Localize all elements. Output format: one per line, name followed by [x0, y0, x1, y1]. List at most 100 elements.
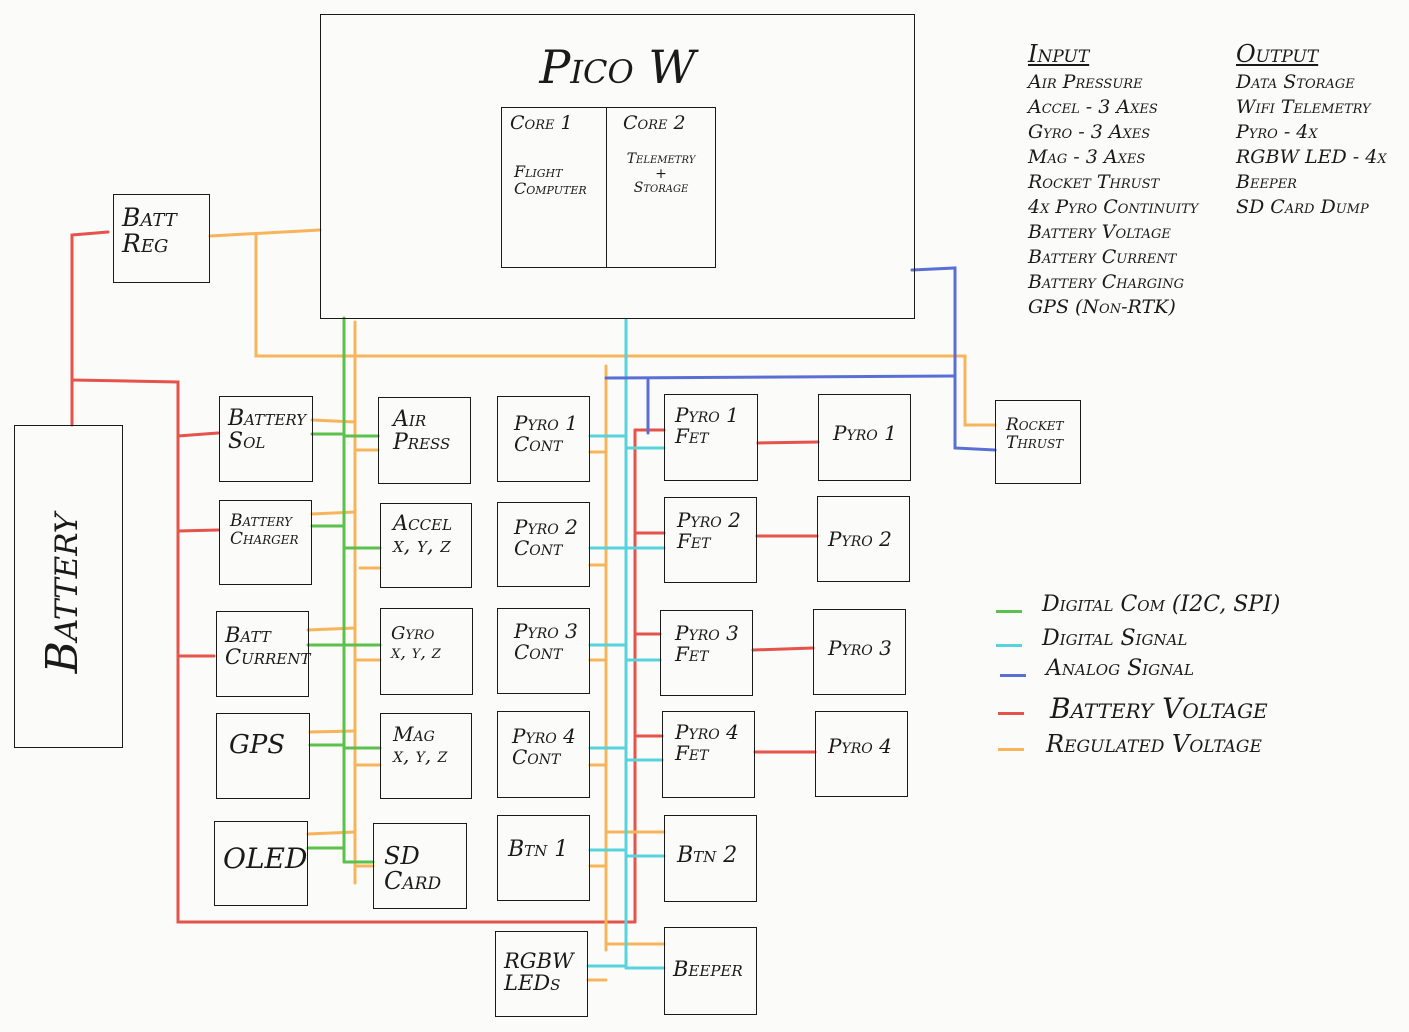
gps-label: GPS	[229, 730, 286, 760]
output-item: Beeper	[1236, 171, 1297, 193]
btn2-block: Btn 2	[664, 815, 757, 902]
input-item: Mag - 3 Axes	[1028, 146, 1146, 168]
pyro3-block: Pyro 3	[813, 609, 906, 695]
pyro4-fet-block: Pyro 4 Fet	[662, 711, 755, 798]
oled-block: OLED	[214, 821, 308, 906]
gps-block: GPS	[216, 713, 310, 799]
input-item: Rocket Thrust	[1028, 171, 1160, 193]
input-item: Battery Charging	[1028, 271, 1185, 293]
oled-label: OLED	[223, 842, 308, 875]
battery-voltage-wires	[70, 230, 820, 924]
pyro1-fet-block: Pyro 1 Fet	[664, 394, 758, 481]
pyro1-cont-label: Pyro 1 Cont	[514, 411, 578, 456]
input-item: Gyro - 3 Axes	[1028, 121, 1151, 143]
batt-reg-label: Batt Reg	[122, 203, 177, 259]
batt-current-block: Batt Current	[216, 611, 311, 697]
pyro2-cont-block: Pyro 2 Cont	[497, 502, 590, 587]
accel-label: Accel x, y, z	[393, 511, 453, 558]
input-item: Battery Current	[1028, 246, 1177, 268]
digital-signal-wires	[586, 318, 666, 970]
mag-block: Mag x, y, z	[380, 713, 472, 799]
btn1-block: Btn 1	[497, 815, 590, 901]
input-list: Input Air Pressure Accel - 3 Axes Gyro -…	[1028, 40, 1198, 320]
pyro1-block: Pyro 1	[818, 394, 911, 481]
pyro1-cont-block: Pyro 1 Cont	[497, 396, 590, 482]
core1-title: Core 1	[510, 112, 573, 134]
pyro4-block: Pyro 4	[815, 711, 908, 797]
input-header: Input	[1028, 40, 1090, 68]
core1-desc: Flight Computer	[514, 162, 587, 198]
rocket-thrust-block: Rocket Thrust	[995, 400, 1081, 484]
sd-card-label: SD Card	[384, 842, 442, 896]
pyro4-fet-label: Pyro 4 Fet	[675, 720, 739, 765]
pico-w-title: Pico W	[539, 40, 696, 94]
pyro2-cont-label: Pyro 2 Cont	[514, 515, 578, 560]
beeper-block: Beeper	[664, 927, 757, 1015]
legend-swatch	[998, 712, 1024, 715]
gyro-block: Gyro x, y, z	[380, 608, 473, 695]
pyro4-label: Pyro 4	[828, 734, 892, 758]
legend-label: Battery Voltage	[1050, 692, 1268, 725]
pyro2-label: Pyro 2	[828, 527, 892, 551]
pyro4-cont-block: Pyro 4 Cont	[497, 711, 590, 798]
legend-label: Digital Signal	[1042, 626, 1188, 651]
input-item: Air Pressure	[1028, 71, 1143, 93]
core1-block: Core 1 Flight Computer	[501, 107, 607, 268]
legend-label: Digital Com (I2C, SPI)	[1042, 592, 1281, 617]
pyro1-label: Pyro 1	[833, 421, 897, 445]
battery-label: Battery	[36, 512, 88, 674]
output-item: Data Storage	[1236, 71, 1355, 93]
pyro3-fet-label: Pyro 3 Fet	[675, 621, 739, 666]
input-item: 4x Pyro Continuity	[1028, 196, 1199, 218]
btn1-label: Btn 1	[508, 837, 569, 862]
pyro3-fet-block: Pyro 3 Fet	[660, 610, 753, 696]
legend-label: Analog Signal	[1046, 656, 1194, 681]
input-item: GPS (Non-RTK)	[1028, 296, 1176, 318]
pyro3-label: Pyro 3	[828, 636, 892, 660]
mag-label: Mag x, y, z	[393, 722, 448, 767]
legend-swatch	[996, 610, 1022, 613]
battery-sol-label: Battery Sol	[228, 406, 307, 455]
accel-block: Accel x, y, z	[380, 503, 472, 588]
battery-sol-block: Battery Sol	[219, 396, 313, 482]
pyro2-block: Pyro 2	[817, 496, 910, 582]
sd-card-block: SD Card	[373, 823, 467, 909]
batt-reg-block: Batt Reg	[113, 194, 210, 283]
core2-desc: Telemetry + Storage	[626, 151, 696, 197]
battery-charger-block: Battery Charger	[219, 500, 312, 585]
rgbw-leds-block: RGBW LEDs	[495, 931, 588, 1017]
core2-block: Core 2 Telemetry + Storage	[606, 107, 716, 268]
output-item: RGBW LED - 4x	[1236, 146, 1387, 168]
input-item: Battery Voltage	[1028, 221, 1171, 243]
battery-block: Battery	[14, 425, 123, 748]
legend-swatch	[996, 644, 1022, 647]
pyro2-fet-label: Pyro 2 Fet	[677, 508, 741, 553]
batt-current-label: Batt Current	[225, 623, 311, 670]
output-list: Output Data Storage Wifi Telemetry Pyro …	[1236, 40, 1387, 220]
regulated-voltage-wires	[208, 228, 997, 982]
output-item: SD Card Dump	[1236, 196, 1369, 218]
pico-w-block: Pico W Core 1 Flight Computer Core 2 Tel…	[320, 14, 915, 319]
pyro1-fet-label: Pyro 1 Fet	[675, 403, 739, 448]
rgbw-leds-label: RGBW LEDs	[504, 949, 574, 996]
legend-swatch	[1000, 674, 1026, 677]
btn2-label: Btn 2	[677, 843, 738, 868]
output-header: Output	[1236, 40, 1319, 68]
pyro3-cont-block: Pyro 3 Cont	[497, 608, 590, 694]
analog-signal-wires	[604, 266, 997, 452]
legend-label: Regulated Voltage	[1046, 730, 1262, 758]
gyro-label: Gyro x, y, z	[391, 623, 441, 663]
air-press-label: Air Press	[393, 407, 451, 456]
battery-charger-label: Battery Charger	[230, 511, 299, 549]
pyro2-fet-block: Pyro 2 Fet	[664, 497, 757, 583]
core2-title: Core 2	[623, 112, 686, 134]
rocket-thrust-label: Rocket Thrust	[1006, 415, 1064, 453]
output-item: Wifi Telemetry	[1236, 96, 1371, 118]
pyro4-cont-label: Pyro 4 Cont	[512, 724, 576, 769]
beeper-label: Beeper	[673, 957, 743, 981]
air-press-block: Air Press	[378, 397, 471, 484]
legend-swatch	[998, 748, 1024, 751]
output-item: Pyro - 4x	[1236, 121, 1318, 143]
input-item: Accel - 3 Axes	[1028, 96, 1158, 118]
